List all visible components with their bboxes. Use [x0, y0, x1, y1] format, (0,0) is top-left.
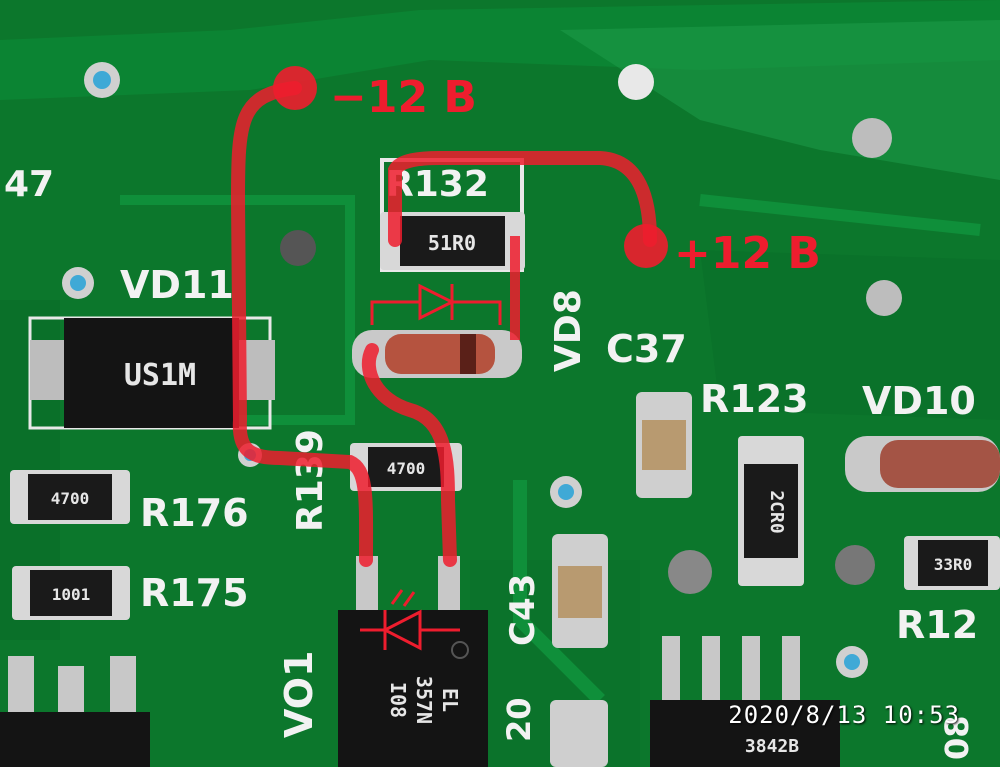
- r139-resistor: 4700: [350, 443, 462, 491]
- led-symbol-arrows: [390, 589, 416, 607]
- vo1-optocoupler: EL 357N I08: [338, 556, 488, 767]
- r132-value: 51R0: [428, 231, 476, 255]
- label-c43: C43: [503, 574, 543, 646]
- vd8-symbol-triangle: [418, 283, 456, 321]
- label-vd8: VD8: [548, 289, 589, 372]
- r175-resistor: 1001: [12, 566, 130, 620]
- trace-2: [513, 480, 605, 705]
- label-r176: R176: [140, 491, 249, 535]
- ic-marking: 3842B: [745, 736, 799, 757]
- vo1-line1: EL: [438, 688, 462, 712]
- photo-timestamp: 2020/8/13 10:53: [728, 701, 960, 729]
- label-r175: R175: [140, 571, 249, 615]
- c43-capacitor: [552, 534, 608, 648]
- label-r139: R139: [290, 429, 331, 532]
- vo1-pin-2: [438, 556, 460, 616]
- r12x-value: 33R0: [934, 555, 973, 574]
- ic-3842b: 3842B: [650, 636, 840, 767]
- wire-minus12: [230, 81, 374, 567]
- label-r123: R123: [700, 377, 809, 421]
- wire-vd8-vo1: [361, 343, 457, 567]
- pin-right-2: [866, 280, 902, 316]
- r176-value: 4700: [51, 489, 90, 508]
- vo1-pin1-dot: [451, 641, 469, 659]
- label-plus12v: +12 B: [674, 228, 821, 279]
- label-minus12v: −12 B: [330, 72, 477, 123]
- r-2cr0-resistor: 2CR0: [738, 436, 804, 586]
- vo1-pin-1: [356, 556, 378, 616]
- pin-top: [618, 64, 654, 100]
- r139-value: 4700: [387, 459, 426, 478]
- capacitor-bottom: [550, 700, 608, 767]
- c37-capacitor: [636, 392, 692, 498]
- pad-black: [280, 230, 316, 266]
- vo1-line2: 357N: [412, 676, 436, 724]
- pad-gray-2: [835, 545, 875, 585]
- vo1-line3: I08: [386, 682, 410, 718]
- r132-resistor: 51R0: [380, 212, 525, 270]
- vd10-diode: [845, 436, 1000, 492]
- led-symbol-triangle: [381, 609, 422, 651]
- r-2cr0-value: 2CR0: [766, 490, 787, 533]
- r175-value: 1001: [52, 585, 91, 604]
- label-c37: C37: [606, 327, 687, 371]
- dot-plus12: [624, 224, 668, 268]
- label-vd11: VD11: [120, 263, 234, 307]
- label-20: 20: [500, 697, 538, 742]
- pin-right: [852, 118, 892, 158]
- via-group: [62, 62, 902, 678]
- vd8-symbol-leads: [370, 300, 502, 325]
- label-r12x: R12: [896, 603, 978, 647]
- label-vo1: VO1: [277, 651, 321, 739]
- vd11-marking: US1M: [124, 358, 196, 393]
- dot-minus12: [273, 66, 317, 110]
- r12x-resistor: 33R0: [904, 536, 1000, 590]
- label-08: 08: [938, 715, 976, 760]
- trace-3: [699, 194, 981, 236]
- copper-pour-mid: [700, 250, 1000, 420]
- vd8-diode: [352, 330, 522, 378]
- copper-pour-top: [0, 0, 1000, 100]
- red-annotations: −12 B +12 B: [230, 66, 821, 651]
- transistor-lower-left: [0, 656, 150, 767]
- vd8-cathode-band: [460, 334, 476, 374]
- wire-plus12: [388, 151, 657, 247]
- r176-resistor: 4700: [10, 470, 130, 524]
- label-vd10: VD10: [862, 379, 976, 423]
- label-47: 47: [4, 164, 54, 205]
- pad-gray: [668, 550, 712, 594]
